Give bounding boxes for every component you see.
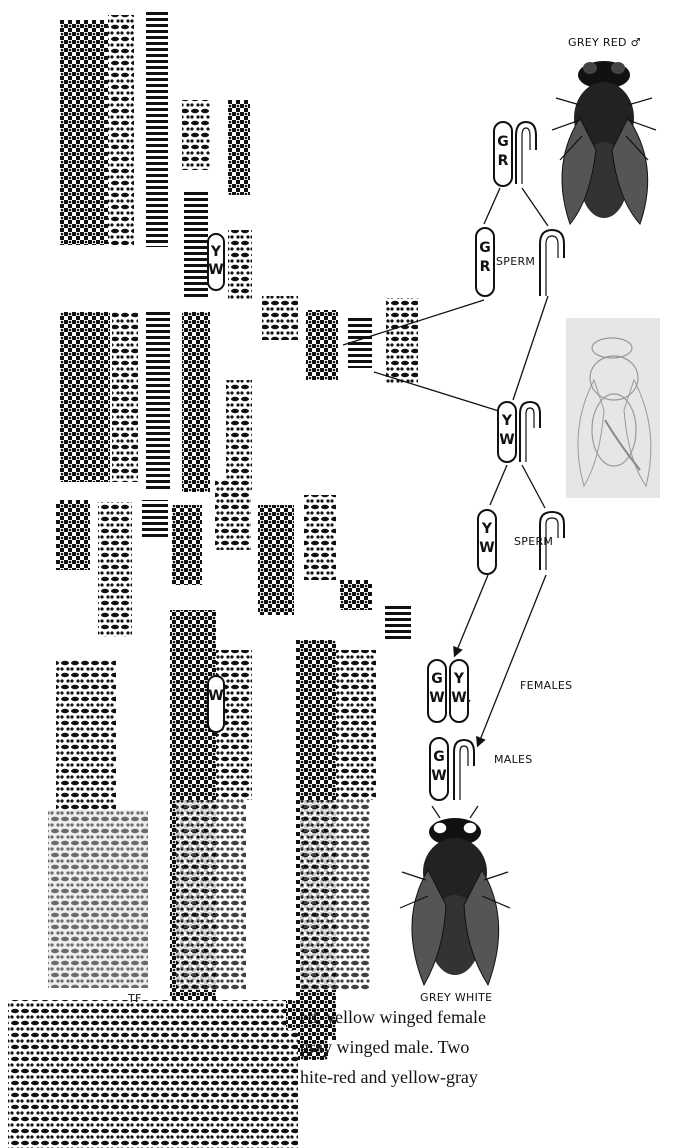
svg-text:Y: Y xyxy=(501,413,513,429)
svg-text:Y: Y xyxy=(453,671,465,687)
label-figure-tag: TF xyxy=(127,992,142,1005)
fly-grey-white-male xyxy=(399,805,511,987)
left-scan-artifact xyxy=(8,12,418,1148)
label-sperm-top: SPERM xyxy=(496,255,535,268)
figure-caption: ed, yellow winged female gray winged mal… xyxy=(300,1002,670,1092)
svg-text:Y: Y xyxy=(481,521,493,537)
svg-text:W: W xyxy=(479,540,494,556)
svg-text:Y: Y xyxy=(210,244,222,260)
svg-text:W: W xyxy=(451,690,466,706)
svg-text:G: G xyxy=(479,240,491,256)
fly-grey-red-male xyxy=(551,61,657,226)
sperm-chromosomes-mid: Y W xyxy=(477,509,565,575)
chromosome-pair-females: G W Y W xyxy=(427,659,469,723)
chrom-letter-r: R xyxy=(498,153,509,169)
pedigree-lines xyxy=(342,187,549,748)
chromosome-pair-males: G W xyxy=(429,737,475,801)
caption-line-3: hite-red and yellow-gray xyxy=(300,1067,478,1087)
caption-line-2: gray winged male. Two xyxy=(300,1037,470,1057)
svg-text:W: W xyxy=(208,688,223,704)
svg-text:R: R xyxy=(480,259,491,275)
sperm-chromosomes-top: G R xyxy=(475,227,565,297)
label-males: MALES xyxy=(494,753,533,766)
svg-text:G: G xyxy=(431,671,443,687)
svg-text:W: W xyxy=(431,768,446,784)
label-sperm-mid: SPERM xyxy=(514,535,553,548)
label-grey-red-male: GREY RED ♂ xyxy=(568,36,641,49)
svg-text:W: W xyxy=(208,262,223,278)
chrom-letter-g: G xyxy=(497,134,509,150)
chromosome-pair-male-parent: G R xyxy=(493,120,537,187)
fly-yellow-white-female xyxy=(566,318,660,498)
svg-text:W: W xyxy=(429,690,444,706)
chromosome-pair-female-parent: Y W xyxy=(497,400,541,463)
caption-line-1: ed, yellow winged female xyxy=(300,1007,486,1027)
artifact-chromosome-yw: Y W W xyxy=(207,233,225,733)
label-females: FEMALES xyxy=(520,679,572,692)
svg-text:G: G xyxy=(433,749,445,765)
label-grey-white: GREY WHITE xyxy=(420,991,492,1004)
svg-text:W: W xyxy=(499,432,514,448)
